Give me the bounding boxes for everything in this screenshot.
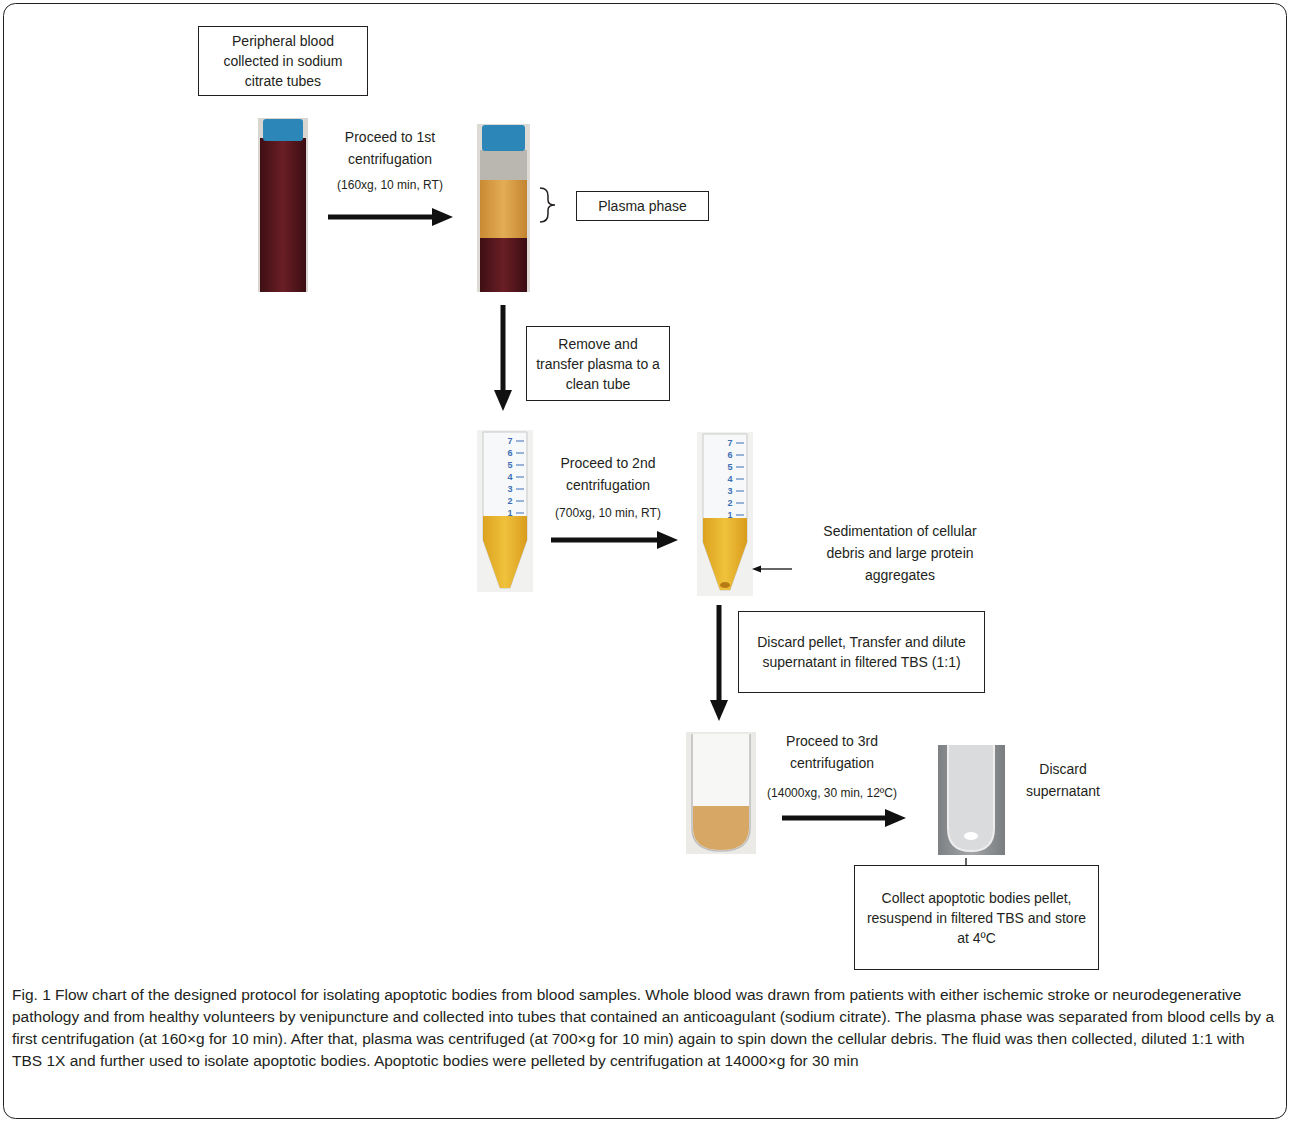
- conical-tube: [697, 432, 753, 596]
- box-text: Collect apoptotic bodies pellet, resuspe…: [863, 888, 1090, 948]
- photo-ground: [938, 745, 1005, 855]
- blood-cell-layer: [480, 238, 527, 292]
- arrow-head: [657, 531, 678, 549]
- box-text: Remove and transfer plasma to a clean tu…: [535, 334, 661, 394]
- scale-number: 4: [505, 472, 515, 482]
- scale-number: 2: [505, 496, 515, 506]
- step-label: Proceed to 3rd centrifugation: [767, 730, 897, 774]
- step-label: Proceed to 1st centrifugation: [325, 126, 455, 170]
- process-box: Collect apoptotic bodies pellet, resuspe…: [854, 865, 1099, 970]
- spin-parameters: (160xg, 10 min, RT): [315, 177, 465, 193]
- scale-number: 5: [505, 460, 515, 470]
- photo-ground: [697, 432, 753, 596]
- plasma-liquid: [703, 518, 747, 590]
- scale-number: 3: [725, 486, 735, 496]
- process-box: Plasma phase: [576, 191, 709, 221]
- tube-outline: [703, 434, 747, 590]
- scale-number: 7: [725, 438, 735, 448]
- diluted-plasma: [693, 806, 749, 850]
- plasma-liquid: [483, 516, 527, 588]
- bracket: [540, 188, 555, 222]
- photo-ground: [258, 118, 308, 292]
- arrow-shaft: [501, 305, 506, 392]
- process-box: Peripheral blood collected in sodium cit…: [198, 26, 368, 96]
- blood-tube: [260, 138, 306, 292]
- process-box: Remove and transfer plasma to a clean tu…: [526, 326, 670, 401]
- step-label: Discard supernatant: [1015, 758, 1111, 802]
- arrow-head: [710, 700, 728, 721]
- conical-tube: [477, 430, 533, 592]
- scale-number: 6: [505, 448, 515, 458]
- arrow-head: [432, 208, 453, 226]
- scale-number: 6: [725, 450, 735, 460]
- scale-number: 5: [725, 462, 735, 472]
- debris-pellet: [720, 582, 730, 588]
- arrow-shaft: [717, 605, 722, 702]
- process-arrows: [328, 208, 906, 827]
- arrow-shaft: [328, 215, 434, 220]
- photo-ground: [477, 430, 533, 592]
- round-tube: [692, 734, 750, 851]
- spin-parameters: (14000xg, 30 min, 12ºC): [747, 785, 917, 801]
- leader-line: [760, 568, 792, 569]
- tube-cap: [482, 125, 525, 151]
- arrow-head: [752, 566, 761, 573]
- tube-outline: [483, 432, 527, 588]
- arrow-shaft: [782, 816, 887, 821]
- scale-number: 3: [505, 484, 515, 494]
- figure-frame: [4, 4, 1287, 1119]
- step-label: Proceed to 2nd centrifugation: [543, 452, 673, 496]
- arrow-head: [494, 390, 512, 411]
- arrow-head: [885, 809, 906, 827]
- scale-number: 2: [725, 498, 735, 508]
- plasma-layer: [480, 180, 527, 238]
- apoptotic-body-pellet: [964, 832, 978, 840]
- box-text: Discard pellet, Transfer and dilute supe…: [747, 632, 976, 672]
- figure-caption: Fig. 1 Flow chart of the designed protoc…: [12, 984, 1278, 1072]
- scale-ticks: [736, 443, 744, 515]
- spin-parameters: (700xg, 10 min, RT): [538, 505, 678, 521]
- scale-number: 7: [505, 436, 515, 446]
- scale-number: 1: [505, 508, 515, 518]
- box-text: Peripheral blood collected in sodium cit…: [207, 31, 359, 91]
- tube-cap: [263, 119, 303, 141]
- scale-ticks: [516, 441, 524, 513]
- process-box: Discard pellet, Transfer and dilute supe…: [738, 611, 985, 693]
- photo-ground: [686, 732, 756, 854]
- scale-number: 1: [725, 510, 735, 520]
- round-tube: [948, 745, 994, 851]
- box-text: Plasma phase: [598, 196, 687, 216]
- scale-number: 4: [725, 474, 735, 484]
- arrow-shaft: [551, 538, 659, 543]
- photo-ground: [477, 124, 530, 292]
- tube-label-band: [480, 150, 527, 180]
- step-label: Sedimentation of cellular debris and lar…: [805, 520, 995, 586]
